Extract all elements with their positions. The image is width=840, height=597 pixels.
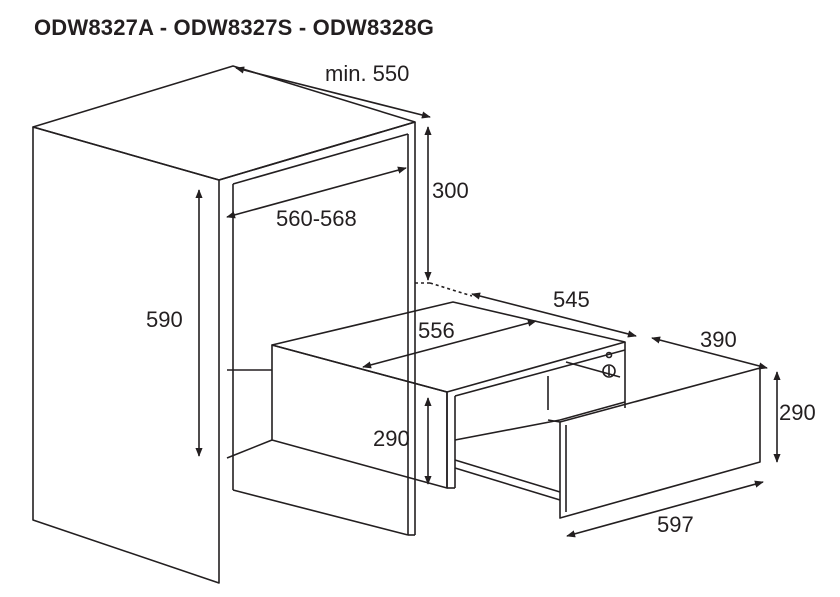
drawer-width-arrow — [362, 319, 537, 369]
top-gap-label: 300 — [432, 178, 469, 203]
front-width-label: 597 — [657, 512, 694, 537]
front-width-arrow — [566, 480, 764, 538]
min-depth-arrow — [235, 66, 431, 119]
model-title: ODW8327A - ODW8327S - ODW8328G — [34, 15, 435, 40]
min-depth-label: min. 550 — [325, 61, 409, 86]
control-knob-icon — [565, 351, 621, 378]
extension-label: 390 — [700, 327, 737, 352]
drawer-housing — [271, 301, 626, 489]
niche-width-arrow — [226, 166, 407, 219]
drawer-depth-arrow — [471, 292, 637, 338]
cabinet — [32, 65, 473, 584]
front-height-label: 290 — [779, 400, 816, 425]
drawer-depth-label: 545 — [553, 287, 590, 312]
extended-drawer — [454, 367, 761, 519]
niche-height-label: 590 — [146, 307, 183, 332]
drawer-height-label: 290 — [373, 426, 410, 451]
drawer-width-label: 556 — [418, 318, 455, 343]
niche-width-label: 560-568 — [276, 206, 357, 231]
extension-arrow — [651, 336, 768, 370]
